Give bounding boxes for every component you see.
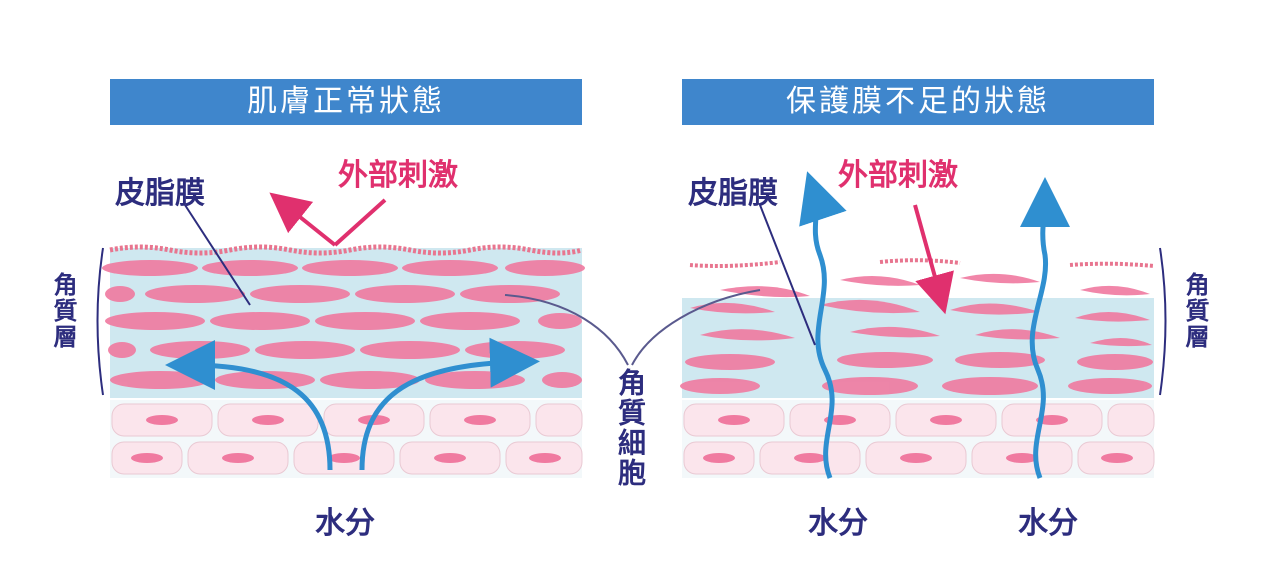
right-stimulus-label: 外部刺激 (838, 158, 958, 193)
right-skin-panel (680, 171, 1167, 479)
left-water-label: 水分 (315, 506, 375, 541)
right-sebum-label: 皮脂膜 (688, 176, 778, 211)
left-sebum-label: 皮脂膜 (115, 176, 205, 211)
right-water-label-2: 水分 (1018, 506, 1078, 541)
left-skin-panel (96, 192, 585, 478)
corneocyte-label: 角質細胞 (614, 368, 647, 488)
right-stratum-label: 角質層 (1181, 272, 1209, 350)
right-panel-title: 保護膜不足的狀態 (682, 79, 1154, 125)
right-water-label-1: 水分 (808, 506, 868, 541)
left-panel-title: 肌膚正常狀態 (110, 79, 582, 125)
left-stratum-label: 角質層 (49, 272, 77, 350)
left-stimulus-label: 外部刺激 (338, 158, 458, 193)
